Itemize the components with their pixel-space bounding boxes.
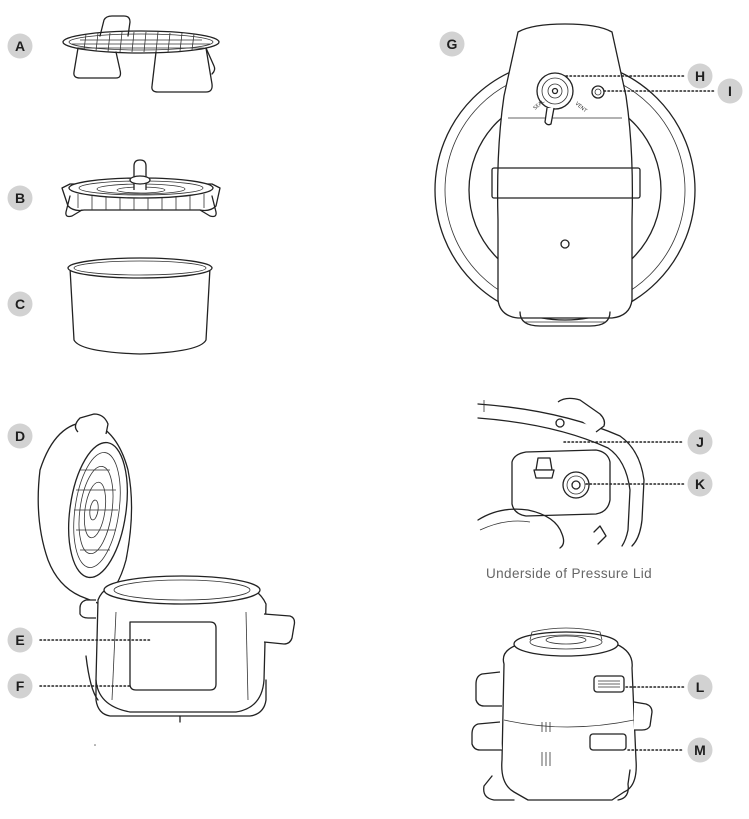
part-a-reversible-rack bbox=[62, 15, 220, 93]
label-d: D bbox=[15, 428, 25, 444]
label-m: M bbox=[694, 742, 706, 758]
badge-i: I bbox=[717, 78, 743, 104]
main-unit-rear-view bbox=[471, 627, 653, 801]
badge-m: M bbox=[687, 737, 713, 763]
underside-pressure-lid-detail: Underside of Pressure Lid bbox=[477, 397, 652, 581]
label-c: C bbox=[15, 296, 25, 312]
part-d-cooker-base bbox=[37, 413, 296, 746]
label-k: K bbox=[695, 476, 705, 492]
label-a: A bbox=[15, 38, 25, 54]
label-g: G bbox=[447, 36, 458, 52]
badge-j: J bbox=[687, 429, 713, 455]
label-e: E bbox=[15, 632, 24, 648]
badge-e: E bbox=[7, 627, 33, 653]
underside-caption: Underside of Pressure Lid bbox=[486, 566, 652, 581]
part-c-cooking-pot bbox=[67, 257, 213, 355]
badge-l: L bbox=[687, 674, 713, 700]
part-g-pressure-lid: SEAL VENT bbox=[434, 23, 696, 327]
badge-a: A bbox=[7, 33, 33, 59]
label-b: B bbox=[15, 190, 25, 206]
badge-k: K bbox=[687, 471, 713, 497]
label-h: H bbox=[695, 68, 705, 84]
label-f: F bbox=[16, 678, 25, 694]
badge-g: G bbox=[439, 31, 465, 57]
label-i: I bbox=[728, 83, 732, 99]
badge-d: D bbox=[7, 423, 33, 449]
badge-b: B bbox=[7, 185, 33, 211]
badge-h: H bbox=[687, 63, 713, 89]
label-j: J bbox=[696, 434, 704, 450]
leader-lines bbox=[39, 75, 715, 751]
badge-f: F bbox=[7, 673, 33, 699]
part-b-crisp-layer bbox=[61, 159, 221, 218]
label-l: L bbox=[696, 679, 705, 695]
badge-c: C bbox=[7, 291, 33, 317]
